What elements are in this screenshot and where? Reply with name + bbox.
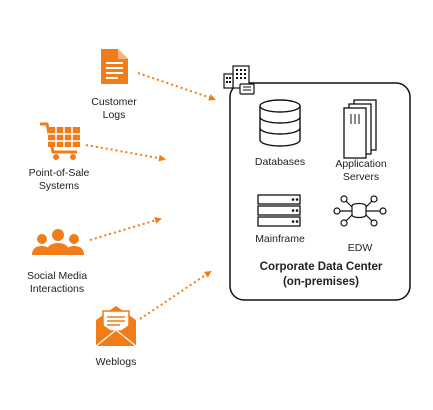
mainframe-icon: [257, 194, 301, 227]
databases-label: Databases: [254, 156, 306, 168]
edw-network-icon: [333, 195, 387, 227]
server-rack-icon: [343, 99, 377, 159]
mainframe-label: Mainframe: [255, 233, 305, 245]
weblogs-label: Weblogs: [95, 356, 137, 368]
database-icon: [259, 99, 301, 147]
arrow-weblogs: [139, 270, 212, 320]
envelope-icon: [95, 306, 137, 347]
shopping-cart-icon: [40, 122, 80, 160]
edw-label: EDW: [347, 242, 373, 254]
building-icon: [223, 65, 255, 95]
app-servers-label: Application Servers: [335, 158, 387, 183]
customer-logs-label: Customer Logs: [91, 96, 137, 121]
datacenter-box: [229, 82, 411, 301]
people-icon: [32, 229, 84, 255]
social-media-label: Social Media Interactions: [26, 270, 88, 295]
arrow-pos-systems: [85, 144, 166, 162]
document-icon: [101, 49, 128, 84]
pos-systems-label: Point-of-Sale Systems: [28, 167, 90, 192]
datacenter-title: Corporate Data Center (on-premises): [259, 261, 383, 288]
arrow-social-media: [89, 217, 162, 241]
arrow-customer-logs: [137, 72, 216, 101]
